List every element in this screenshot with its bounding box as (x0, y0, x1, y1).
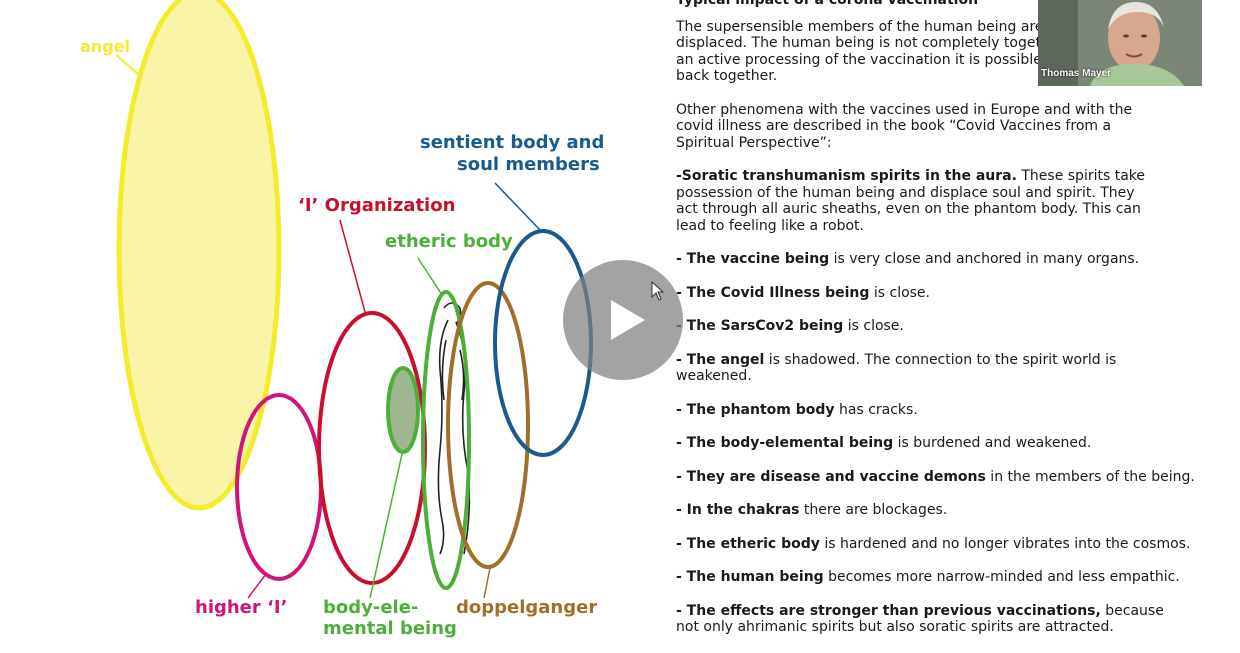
doppelganger-label: doppelganger (456, 597, 598, 618)
para1-line1: The supersensible members of the human b… (676, 18, 1038, 35)
bullet-rest-text: is close. (869, 284, 930, 301)
body-elemental-ellipse (386, 366, 420, 454)
sentient-body-label-line1: sentient body and (420, 132, 605, 153)
bullet-rest-text: is hardened and no longer vibrates into … (819, 535, 1191, 552)
soratic-bold: -Soratic transhumanism spirits in the au… (676, 168, 1017, 184)
impact-bullet-item: - The vaccine being is very close and an… (676, 251, 1196, 268)
bullet-rest-text: there are blockages. (799, 502, 948, 518)
bullet-rest-text: in the members of the being. (985, 468, 1195, 485)
angel-leader-line (115, 54, 139, 75)
play-button[interactable] (563, 260, 683, 380)
body-elemental-label-line1: body-ele- (323, 597, 419, 618)
para1-line2: displaced. The human being is not comple… (676, 35, 1038, 51)
bullet-rest-text: is very close and anchored in many organ… (829, 251, 1140, 267)
bullet-bold-text: - They are disease and vaccine demons (676, 468, 986, 485)
higher-i-label: higher ‘I’ (195, 597, 288, 618)
bullet-bold-text: - The Covid Illness being (676, 284, 870, 301)
body-elemental-leader-line (369, 453, 403, 599)
speaker-portrait (1038, 0, 1202, 86)
sentient-body-leader-line (494, 182, 541, 231)
impact-bullet-item: - The angel is shadowed. The connection … (676, 352, 1196, 385)
speaker-video-thumbnail[interactable] (1038, 0, 1202, 86)
bullet-rest-text: is burdened and weakened. (893, 435, 1092, 451)
sentient-body-label-line2: soul members (457, 154, 600, 175)
bullet-bold-text: - The phantom body (676, 401, 835, 418)
angel-ellipse (116, 0, 282, 511)
bullet-rest-text: becomes more narrow-minded and less empa… (823, 569, 1180, 585)
para1-line3: an active processing of the vaccination … (676, 51, 1038, 68)
doppelganger-ellipse (446, 281, 530, 569)
etheric-body-label: etheric body (385, 231, 513, 252)
bullet-rest-text: is shadowed. The connection to the spiri… (676, 351, 1117, 385)
bullet-rest-text: is close. (843, 318, 904, 334)
impact-bullet-item: - The SarsCov2 being is close. (676, 318, 1196, 335)
bullet-bold-text: - The angel (676, 351, 765, 368)
impact-bullet-item: - They are disease and vaccine demons in… (676, 469, 1196, 486)
bullet-bold-text: - The etheric body (676, 535, 820, 552)
slide-title: Typical impact of a corona vaccination (676, 0, 979, 8)
higher-i-ellipse (235, 393, 323, 581)
higher-i-leader-line (247, 573, 267, 599)
angel-label: angel (80, 37, 130, 56)
slide-text-panel: Typical impact of a corona vaccination T… (676, 0, 1196, 653)
para1-line4: back together. (676, 68, 778, 84)
impact-bullet-item: - The etheric body is hardened and no lo… (676, 536, 1196, 553)
i-organization-leader-line (339, 219, 366, 313)
paragraph-other-phenomena: Other phenomena with the vaccines used i… (676, 101, 1133, 151)
paragraph-soratic: -Soratic transhumanism spirits in the au… (676, 168, 1156, 234)
mouse-pointer-icon (651, 281, 665, 301)
bullet-bold-text: - In the chakras (676, 502, 800, 518)
bullet-bold-text: - The human being (676, 569, 824, 585)
etheric-body-ellipse (421, 290, 471, 590)
soratic-rest: These spirits take possession of the hum… (676, 168, 1146, 234)
aura-diagram (115, 0, 593, 599)
impact-bullet-item: - The Covid Illness being is close. (676, 285, 1196, 302)
impact-bullet-item: - The phantom body has cracks. (676, 402, 1196, 419)
bullet-bold-text: - The vaccine being (676, 251, 830, 267)
bullet-rest-text: has cracks. (834, 401, 918, 418)
i-organization-label: ‘I’ Organization (298, 195, 456, 216)
doppelganger-leader-line (483, 567, 491, 599)
impact-bullet-item: - The effects are stronger than previous… (676, 603, 1164, 636)
play-icon (611, 300, 645, 340)
impact-bullet-item: - The body-elemental being is burdened a… (676, 435, 1196, 452)
impact-bullet-item: - In the chakras there are blockages. (676, 502, 1196, 519)
paragraph-displacement: The supersensible members of the human b… (676, 19, 1038, 85)
speaker-name-label: Thomas Mayer (1041, 68, 1112, 79)
bullet-bold-text: - The body-elemental being (676, 435, 894, 451)
impact-bullet-item: - The human being becomes more narrow-mi… (676, 569, 1196, 586)
bullet-rest-text: because not only ahrimanic spirits but a… (676, 602, 1164, 636)
impact-bullet-list: - The vaccine being is very close and an… (676, 251, 1196, 636)
bullet-bold-text: - The SarsCov2 being (676, 318, 844, 334)
etheric-body-leader-line (417, 257, 443, 296)
body-elemental-label-line2: mental being (323, 618, 457, 639)
bullet-bold-text: - The effects are stronger than previous… (676, 602, 1101, 619)
